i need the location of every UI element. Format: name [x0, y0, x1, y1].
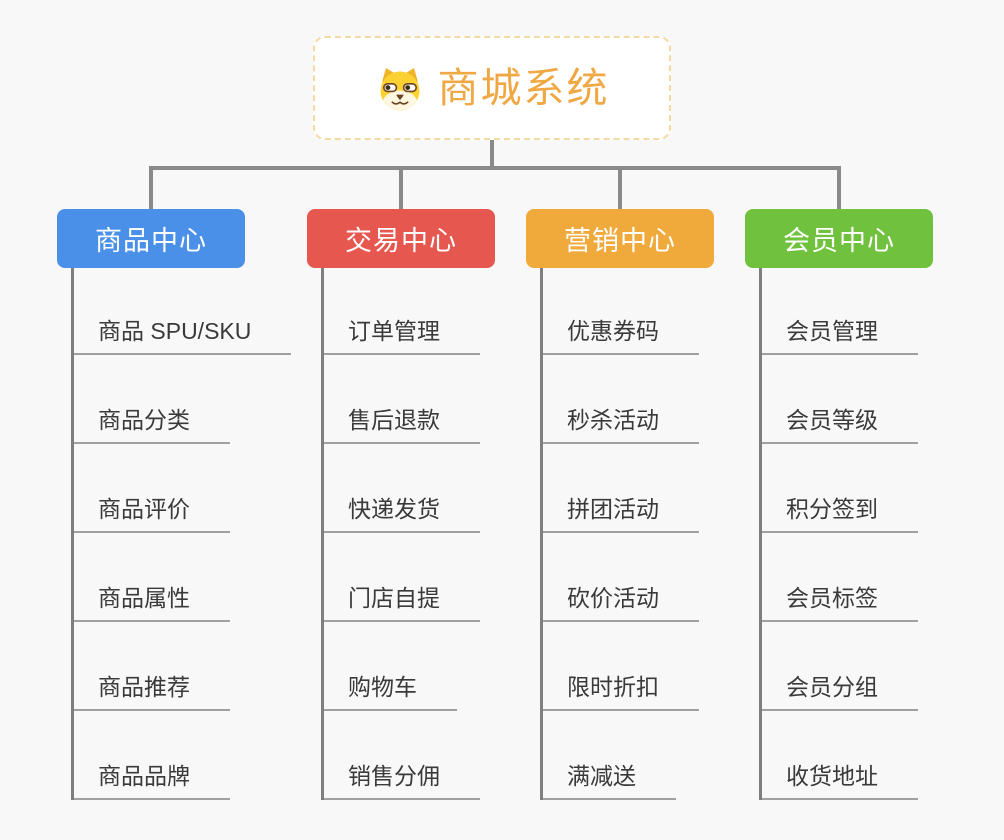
branch-header-label: 会员中心	[783, 226, 895, 256]
connector-horizontal	[149, 166, 841, 170]
root-node[interactable]: 商城系统	[313, 36, 671, 140]
leaf-node[interactable]: 限时折扣	[543, 622, 699, 711]
leaf-label: 购物车	[348, 674, 417, 700]
connector-root-stem	[490, 140, 494, 168]
leaf-node[interactable]: 积分签到	[762, 444, 918, 533]
branch-items-product-center: 商品 SPU/SKU 商品分类 商品评价 商品属性 商品推荐 商品品牌	[71, 268, 292, 800]
branch-items-marketing-center: 优惠券码 秒杀活动 拼团活动 砍价活动 限时折扣 满减送	[540, 268, 699, 800]
leaf-label: 砍价活动	[567, 585, 659, 611]
leaf-node[interactable]: 商品属性	[74, 533, 230, 622]
leaf-label: 秒杀活动	[567, 407, 659, 433]
leaf-node[interactable]: 满减送	[543, 711, 676, 800]
leaf-node[interactable]: 门店自提	[324, 533, 480, 622]
leaf-node[interactable]: 销售分佣	[324, 711, 480, 800]
leaf-node[interactable]: 商品推荐	[74, 622, 230, 711]
leaf-label: 销售分佣	[348, 763, 440, 789]
leaf-label: 会员管理	[786, 318, 878, 344]
branch-header-label: 交易中心	[345, 226, 457, 256]
branch-items-member-center: 会员管理 会员等级 积分签到 会员标签 会员分组 收货地址	[759, 268, 918, 800]
leaf-label: 售后退款	[348, 407, 440, 433]
branch-header-trade-center[interactable]: 交易中心	[307, 209, 495, 268]
leaf-node[interactable]: 售后退款	[324, 355, 480, 444]
leaf-node[interactable]: 秒杀活动	[543, 355, 699, 444]
leaf-node[interactable]: 拼团活动	[543, 444, 699, 533]
branch-items-trade-center: 订单管理 售后退款 快递发货 门店自提 购物车 销售分佣	[321, 268, 480, 800]
connector-drop-member	[837, 168, 841, 210]
leaf-label: 优惠券码	[567, 318, 659, 344]
branch-header-member-center[interactable]: 会员中心	[745, 209, 933, 268]
branch-header-label: 商品中心	[95, 226, 207, 256]
leaf-node[interactable]: 砍价活动	[543, 533, 699, 622]
leaf-node[interactable]: 商品品牌	[74, 711, 230, 800]
leaf-node[interactable]: 优惠券码	[543, 268, 699, 355]
leaf-label: 订单管理	[348, 318, 440, 344]
leaf-node[interactable]: 会员分组	[762, 622, 918, 711]
leaf-label: 商品分类	[98, 407, 190, 433]
leaf-label: 商品 SPU/SKU	[98, 318, 252, 344]
leaf-label: 会员等级	[786, 407, 878, 433]
connector-drop-trade	[399, 168, 403, 210]
leaf-label: 收货地址	[786, 763, 878, 789]
leaf-label: 商品推荐	[98, 674, 190, 700]
leaf-node[interactable]: 会员标签	[762, 533, 918, 622]
leaf-node[interactable]: 商品评价	[74, 444, 230, 533]
leaf-label: 门店自提	[348, 585, 440, 611]
leaf-node[interactable]: 商品分类	[74, 355, 230, 444]
branch-header-marketing-center[interactable]: 营销中心	[526, 209, 714, 268]
leaf-label: 限时折扣	[567, 674, 659, 700]
leaf-label: 满减送	[567, 763, 636, 789]
leaf-label: 快递发货	[348, 496, 440, 522]
root-title: 商城系统	[437, 64, 610, 111]
branch-header-product-center[interactable]: 商品中心	[57, 209, 245, 268]
leaf-label: 会员分组	[786, 674, 878, 700]
connector-drop-marketing	[618, 168, 622, 210]
leaf-label: 商品属性	[98, 585, 190, 611]
leaf-label: 会员标签	[786, 585, 878, 611]
leaf-node[interactable]: 订单管理	[324, 268, 480, 355]
shiba-dog-icon	[375, 65, 425, 111]
leaf-node[interactable]: 会员管理	[762, 268, 918, 355]
branch-header-label: 营销中心	[564, 226, 676, 256]
leaf-node[interactable]: 商品 SPU/SKU	[74, 268, 292, 355]
leaf-node[interactable]: 会员等级	[762, 355, 918, 444]
leaf-node[interactable]: 快递发货	[324, 444, 480, 533]
leaf-node[interactable]: 收货地址	[762, 711, 918, 800]
leaf-label: 积分签到	[786, 496, 878, 522]
connector-drop-product	[149, 168, 153, 210]
leaf-label: 拼团活动	[567, 496, 659, 522]
leaf-node[interactable]: 购物车	[324, 622, 457, 711]
leaf-label: 商品品牌	[98, 763, 190, 789]
leaf-label: 商品评价	[98, 496, 190, 522]
